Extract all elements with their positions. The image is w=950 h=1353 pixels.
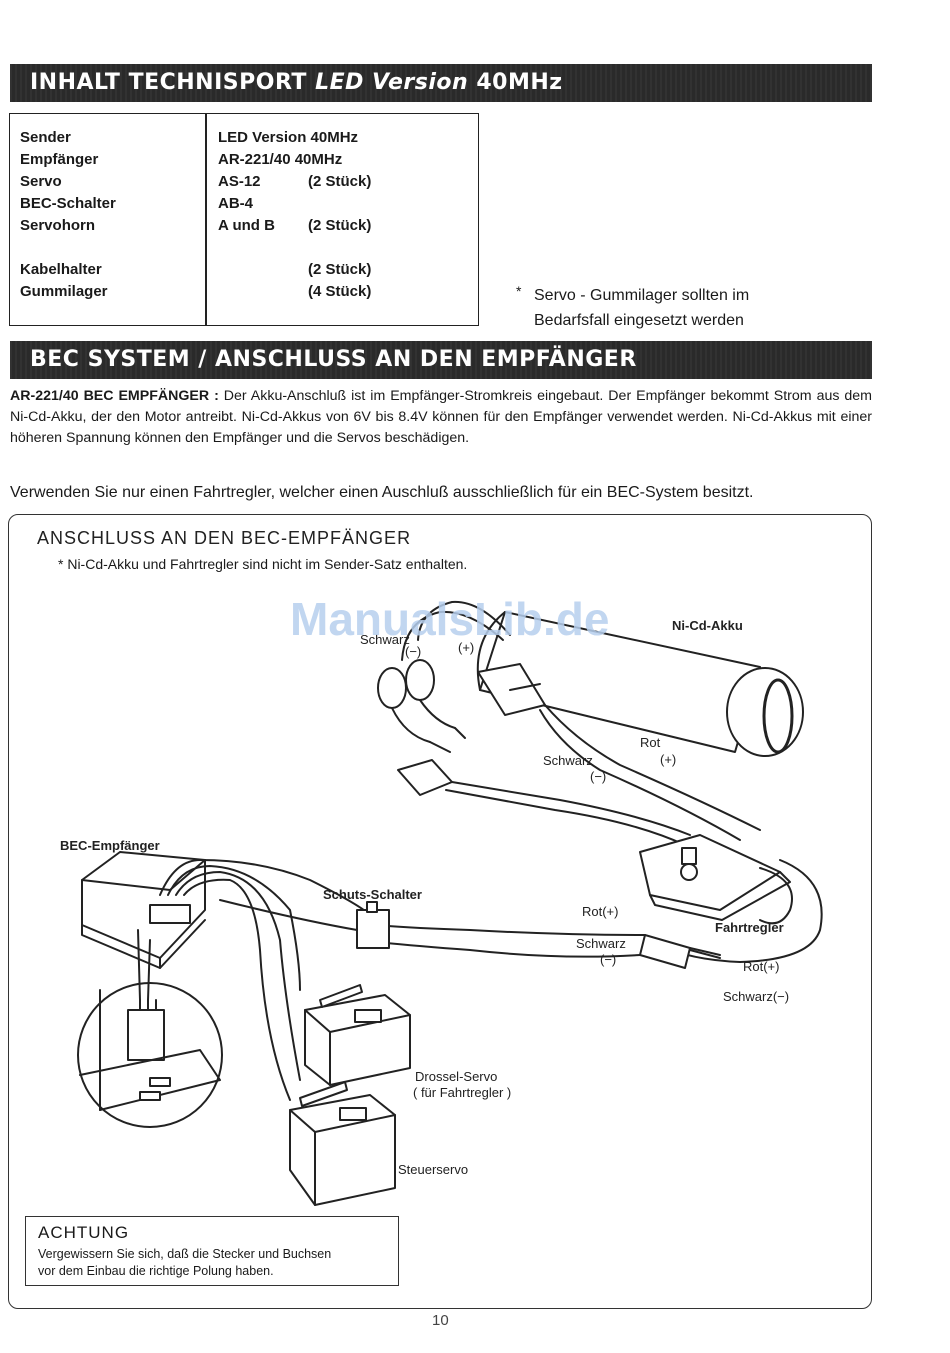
wiring-diagram-subtitle: * Ni-Cd-Akku und Fahrtregler sind nicht … [58,556,468,572]
contents-qty: (2 Stück) [308,173,372,190]
motor-plugs [377,659,466,753]
label-plus-mid: (+) [660,752,676,767]
contents-section-header: INHALT TECHNISPORT LED Version 40MHz [10,64,872,102]
label-throttle-servo: Drossel-Servo [415,1069,497,1084]
watermark: ManualsLib.de [290,593,610,645]
contents-value: AS-12 [218,173,261,190]
battery-leads [401,600,761,841]
label-rot-right: Rot(+) [582,904,618,919]
note-line-2: Bedarfsfall eingesetzt werden [534,312,744,329]
label-schwarz-plug: Schwarz(−) [723,989,789,1004]
contents-title-a: INHALT TECHNISPORT [30,70,307,95]
contents-title-c: 40MHz [476,70,563,95]
contents-item: Sender [20,129,71,146]
warning-title: ACHTUNG [38,1223,130,1242]
page-number: 10 [432,1312,449,1329]
label-minus-top: (−) [405,644,421,659]
label-switch: Schuts-Schalter [323,887,422,902]
label-schwarz-top: Schwarz [360,632,410,647]
battery-pack [476,611,804,757]
bec-receiver [81,851,371,1101]
bec-esc-note: Verwenden Sie nur einen Fahrtregler, wel… [10,484,754,501]
warning-line-1: Vergewissern Sie sich, daß die Stecker u… [38,1247,332,1261]
contents-value: A und B [218,217,275,234]
contents-qty: (2 Stück) [308,217,372,234]
esc-plug-pair [359,924,721,969]
label-steering-servo: Steuerservo [398,1162,468,1177]
label-plus-top: (+) [458,640,474,655]
bec-section-header: BEC SYSTEM / ANSCHLUSS AN DEN EMPFÄNGER [10,341,872,379]
contents-item: Empfänger [20,151,99,168]
label-receiver: BEC-Empfänger [60,838,160,853]
contents-qty: (4 Stück) [308,283,372,300]
label-minus-mid: (−) [590,769,606,784]
wiring-diagram-title: ANSCHLUSS AN DEN BEC-EMPFÄNGER [37,528,412,548]
warning-line-2: vor dem Einbau die richtige Polung haben… [38,1264,274,1278]
label-rot-plug: Rot(+) [743,959,779,974]
bec-switch [219,899,390,949]
label-rot-mid: Rot [640,735,661,750]
bec-paragraph: AR-221/40 BEC EMPFÄNGER : Der Akku-Ansch… [10,386,872,449]
note-line-1: Servo - Gummilager sollten im [534,287,750,304]
contents-item: Servo [20,173,62,190]
label-schwarz-right: Schwarz [576,936,626,951]
bec-paragraph-lead: AR-221/40 BEC EMPFÄNGER : [10,388,219,404]
wiring-diagram-frame [8,514,872,1309]
connector-detail-circle [77,929,223,1128]
contents-item: BEC-Schalter [20,195,116,212]
speed-controller [639,834,823,963]
label-schwarz-mid: Schwarz [543,753,593,768]
receiver-lead-connector [397,759,691,846]
bec-paragraph-body: Der Akku-Anschluß ist im Empfänger-Strom… [10,388,872,446]
steering-servo [289,1081,396,1206]
contents-table-divider [205,114,207,325]
label-battery: Ni-Cd-Akku [672,618,743,633]
contents-value: LED Version 40MHz [218,129,359,146]
label-esc: Fahrtregler [715,920,784,935]
contents-item: Gummilager [20,283,108,300]
throttle-servo [304,984,411,1086]
warning-box: ACHTUNG Vergewissern Sie sich, daß die S… [25,1216,399,1286]
bec-section-title: BEC SYSTEM / ANSCHLUSS AN DEN EMPFÄNGER [30,347,637,372]
label-throttle-servo-sub: ( für Fahrtregler ) [413,1085,511,1100]
contents-item: Kabelhalter [20,261,102,278]
contents-value: AB-4 [218,195,254,212]
contents-title-b: LED Version [315,70,469,95]
contents-qty: (2 Stück) [308,261,372,278]
note-asterisk: * [516,283,522,299]
contents-item: Servohorn [20,217,96,234]
contents-value: AR-221/40 40MHz [218,151,343,168]
label-minus-right: (−) [600,952,616,967]
